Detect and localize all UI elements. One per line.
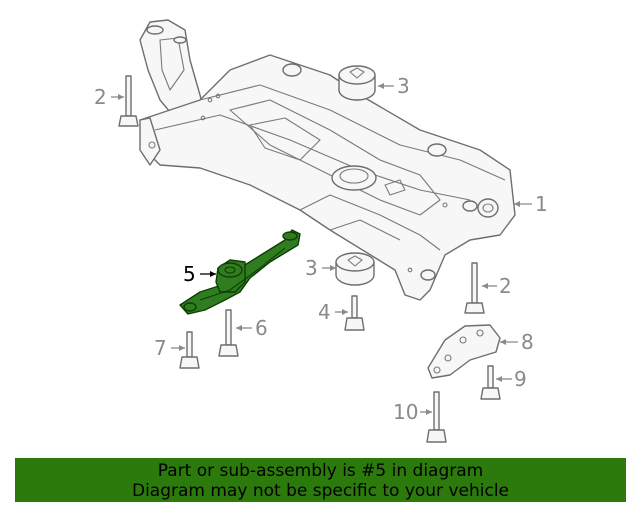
bolt-part-7 [179, 331, 200, 369]
bolt-part-4 [344, 295, 365, 331]
bolt-part-2-right [464, 262, 485, 314]
bushing-part-3-lower [335, 252, 375, 286]
callout-6: 6 [255, 316, 268, 340]
callout-3-lower: 3 [305, 256, 318, 280]
bolt-part-9 [480, 365, 501, 400]
mount-part-5-highlighted [179, 229, 301, 315]
bolt-part-6 [218, 309, 239, 357]
callout-4: 4 [318, 300, 331, 324]
info-banner: Part or sub-assembly is #5 in diagram Di… [15, 458, 626, 502]
callout-1: 1 [535, 192, 548, 216]
bolt-part-2-left [118, 75, 139, 127]
bushing-part-3-upper [338, 65, 376, 101]
banner-line-1: Part or sub-assembly is #5 in diagram [157, 461, 484, 481]
callout-7: 7 [154, 336, 167, 360]
callout-2-right: 2 [499, 274, 512, 298]
parts-diagram: 2 3 1 3 2 4 5 6 7 8 9 10 [94, 19, 548, 443]
callout-9: 9 [514, 367, 527, 391]
callout-2-left: 2 [94, 85, 107, 109]
callout-5-highlighted: 5 [183, 262, 196, 286]
callout-8: 8 [521, 330, 534, 354]
subframe-part-1 [139, 19, 516, 301]
callout-3-upper: 3 [397, 74, 410, 98]
bracket-part-8 [427, 324, 501, 379]
bolt-part-10 [426, 391, 447, 443]
banner-line-2: Diagram may not be specific to your vehi… [131, 481, 509, 501]
arrowheads [118, 83, 520, 415]
callout-10: 10 [393, 400, 418, 424]
